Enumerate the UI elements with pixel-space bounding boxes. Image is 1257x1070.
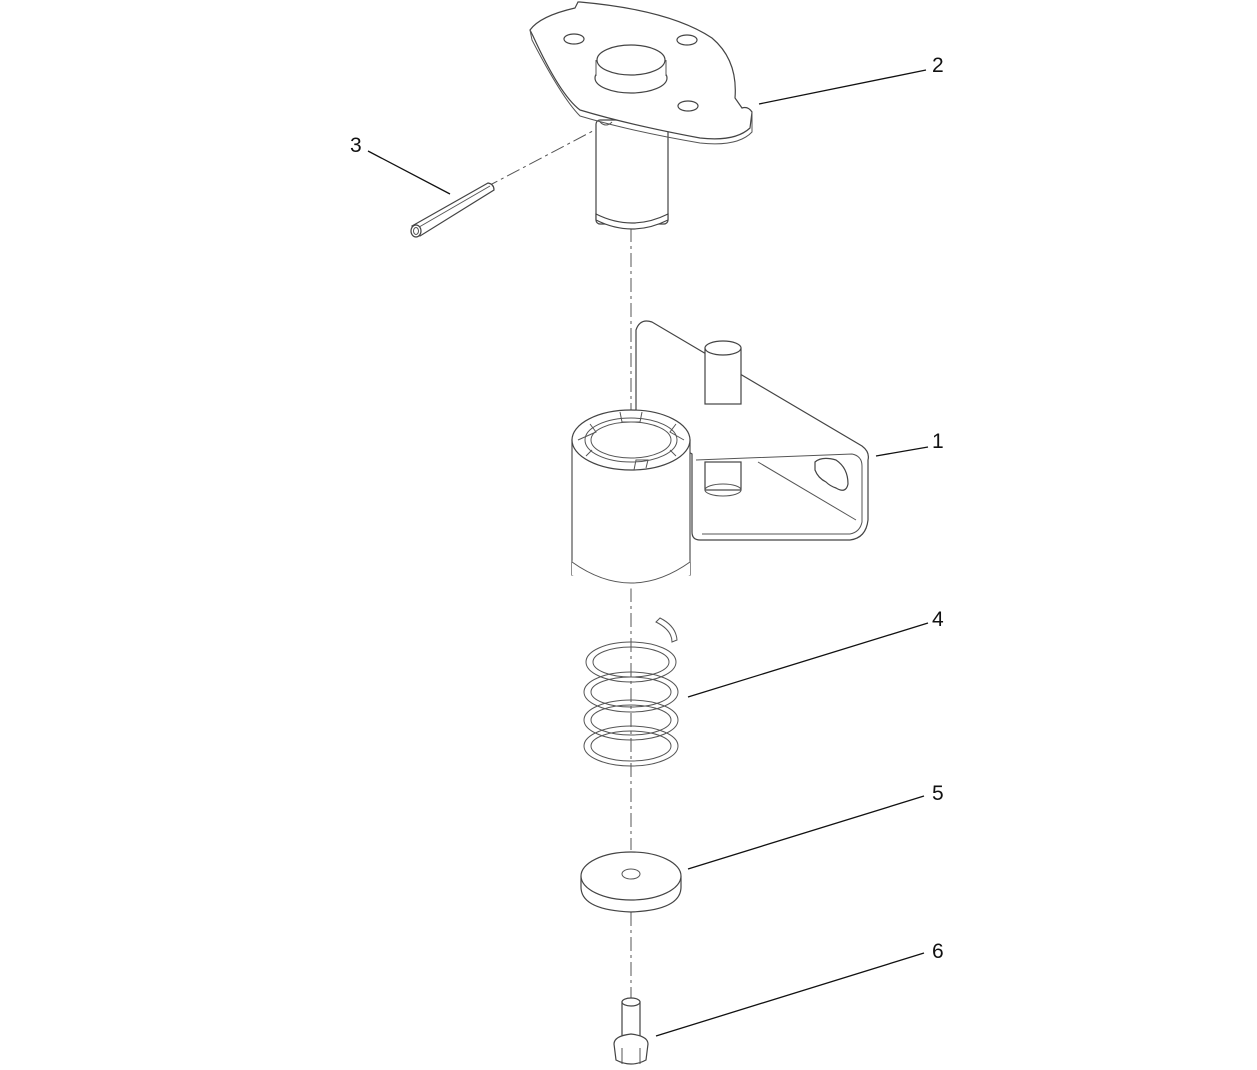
- callout-6: 6: [932, 940, 944, 963]
- callout-labels: 1 2 3 4 5 6: [350, 54, 944, 963]
- part-3-roll-pin: [410, 182, 495, 238]
- part-2-flange-plate: [529, 1, 753, 230]
- leader-lines: [367, 69, 929, 1037]
- callout-2: 2: [932, 54, 944, 77]
- assembly-axis: [489, 122, 632, 1000]
- leader-3: [367, 150, 451, 195]
- part-6-flange-bolt: [613, 997, 649, 1065]
- part-1-bracket: [571, 320, 869, 589]
- leader-4: [687, 622, 929, 698]
- leader-5: [687, 795, 925, 870]
- callout-3: 3: [350, 134, 362, 157]
- callout-5: 5: [932, 782, 944, 805]
- callout-4: 4: [932, 608, 944, 631]
- part-4-spring: [583, 617, 679, 767]
- callout-1: 1: [932, 430, 944, 453]
- part-5-washer: [580, 851, 682, 913]
- leader-1: [875, 446, 929, 457]
- leader-6: [655, 952, 925, 1037]
- leader-2: [758, 69, 927, 105]
